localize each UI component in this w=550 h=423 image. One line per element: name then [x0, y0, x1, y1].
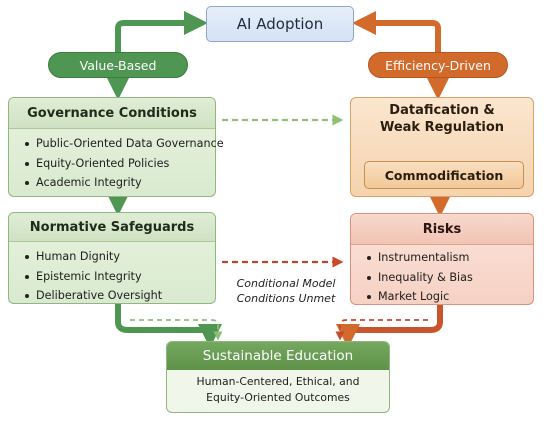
- datafication-title-line1: Datafication &: [389, 103, 495, 118]
- commodification-box: Commodification: [364, 161, 524, 189]
- ai-adoption-box: AI Adoption: [206, 6, 354, 42]
- risks-to-sustainable-dashed-arrow: [335, 319, 428, 341]
- conditional-model-line2: Conditions Unmet: [236, 292, 336, 305]
- efficiency-driven-label: Efficiency-Driven: [385, 57, 491, 73]
- normative-safeguards-list: Human Dignity Epistemic Integrity Delibe…: [9, 242, 215, 306]
- list-item: Deliberative Oversight: [25, 286, 215, 306]
- sustainable-education-description: Human-Centered, Ethical, and Equity-Orie…: [167, 370, 389, 406]
- value-based-pill: Value-Based: [48, 52, 188, 78]
- sustainable-education-title: Sustainable Education: [167, 342, 389, 370]
- ai-adoption-label: AI Adoption: [236, 15, 324, 33]
- risks-title: Risks: [351, 214, 533, 245]
- efficiency-driven-pill: Efficiency-Driven: [368, 52, 508, 78]
- risks-box: Risks Instrumentalism Inequality & Bias …: [350, 213, 534, 305]
- list-item: Epistemic Integrity: [25, 267, 215, 287]
- list-item: Inequality & Bias: [367, 268, 533, 288]
- conditional-model-note: Conditional Model Conditions Unmet: [222, 276, 350, 306]
- list-item: Human Dignity: [25, 247, 215, 267]
- commodification-label: Commodification: [384, 167, 504, 183]
- conditional-model-line1: Conditional Model: [236, 277, 336, 290]
- value-to-ai-arrow: [115, 11, 208, 52]
- datafication-title-line2: Weak Regulation: [379, 120, 505, 135]
- sustainable-education-line1: Human-Centered, Ethical, and: [196, 375, 360, 388]
- normative-to-sustainable-arrow: [115, 304, 222, 348]
- sustainable-education-box: Sustainable Education Human-Centered, Et…: [166, 341, 390, 413]
- risks-to-sustainable-arrow: [336, 305, 443, 348]
- normative-to-sustainable-dashed-arrow: [130, 319, 223, 341]
- governance-conditions-box: Governance Conditions Public-Oriented Da…: [8, 97, 224, 197]
- datafication-title: Datafication & Weak Regulation: [351, 102, 533, 136]
- list-item: Instrumentalism: [367, 248, 533, 268]
- efficiency-to-ai-arrow: [352, 10, 441, 52]
- value-based-label: Value-Based: [79, 57, 157, 73]
- governance-conditions-list: Public-Oriented Data Governance Equity-O…: [9, 129, 224, 193]
- normative-safeguards-box: Normative Safeguards Human Dignity Epist…: [8, 212, 216, 304]
- normative-safeguards-title: Normative Safeguards: [9, 213, 215, 242]
- governance-conditions-title: Governance Conditions: [9, 98, 215, 129]
- datafication-box: Datafication & Weak Regulation Commodifi…: [350, 97, 534, 197]
- sustainable-education-line2: Equity-Oriented Outcomes: [206, 391, 350, 404]
- list-item: Academic Integrity: [25, 173, 215, 193]
- list-item: Public-Oriented Data Governance: [25, 134, 224, 154]
- risks-list: Instrumentalism Inequality & Bias Market…: [351, 245, 533, 307]
- list-item: Market Logic: [367, 287, 533, 307]
- list-item: Equity-Oriented Policies: [25, 154, 215, 174]
